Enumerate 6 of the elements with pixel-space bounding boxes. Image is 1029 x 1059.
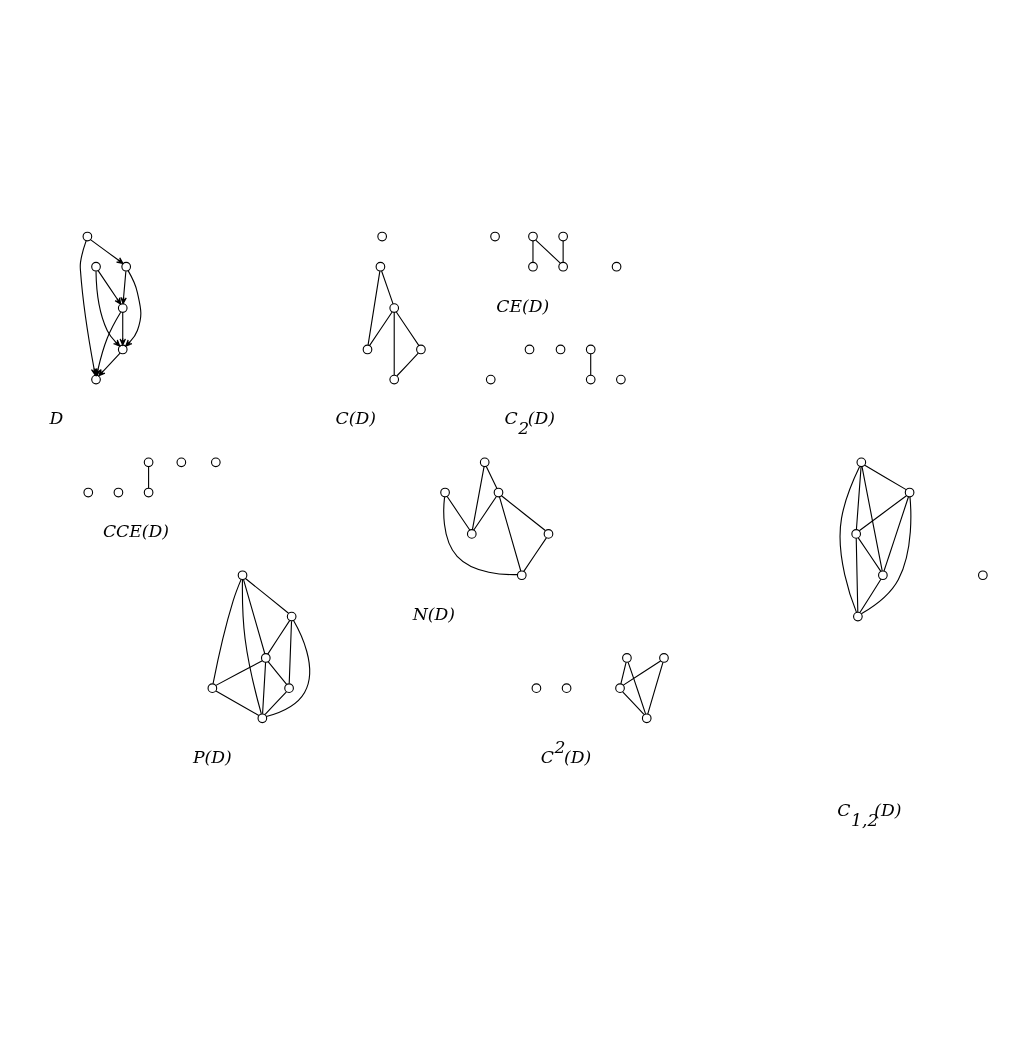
label: N(D): [412, 603, 456, 624]
label: CCE(D): [102, 520, 170, 541]
label: C(D): [335, 407, 377, 428]
label: P(D): [192, 746, 232, 767]
label: D: [49, 407, 64, 428]
label: CE(D): [496, 295, 550, 316]
